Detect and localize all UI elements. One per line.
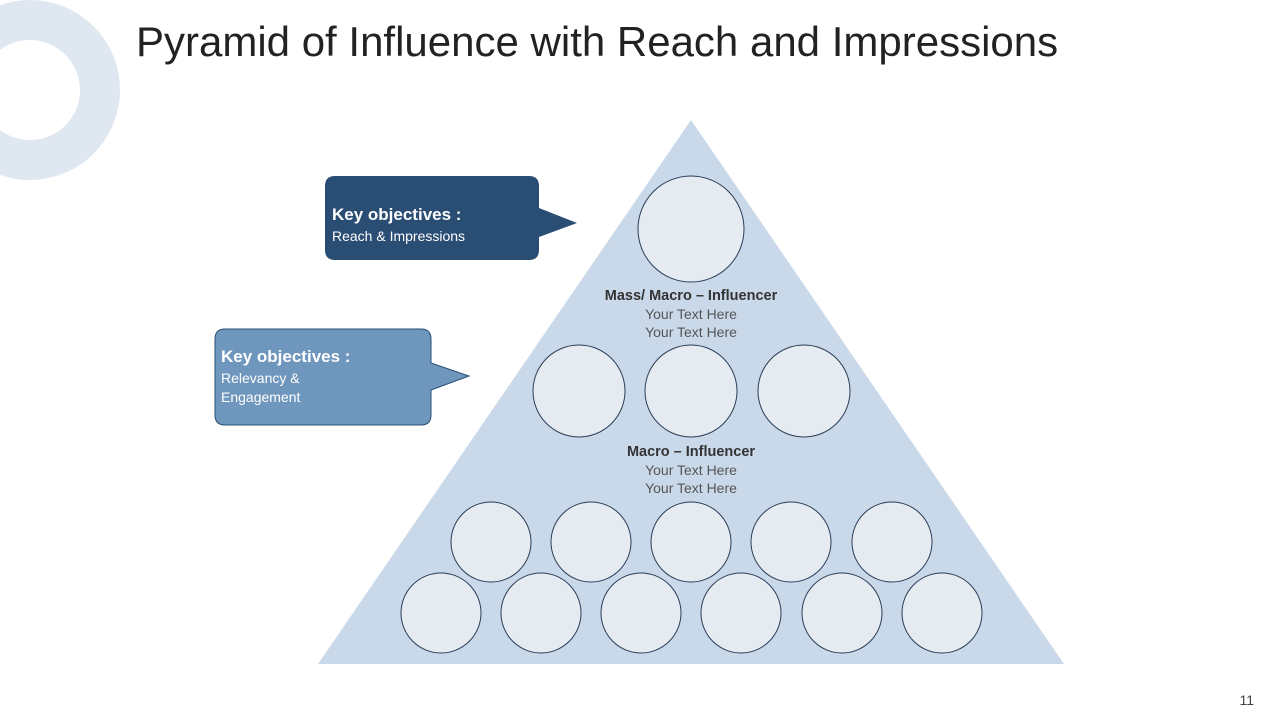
callout-text: Reach & Impressions [332,228,466,244]
avatar-circle [901,572,983,654]
influencer-avatar [901,572,983,654]
callout-bubble-bottom [214,328,471,426]
avatar-circle [851,501,933,583]
avatar-circle [650,501,732,583]
avatar-circle [757,344,851,438]
callout-bubble-top [325,176,577,260]
avatar-circle [550,501,632,583]
avatar-circle [500,572,582,654]
influencer-avatar [400,572,482,654]
influencer-avatar [637,175,745,283]
influencer-avatar [500,572,582,654]
influencer-avatar [757,344,851,438]
tier-heading: Mass/ Macro – Influencer [604,288,778,304]
callout-heading: Key objectives : [221,347,351,366]
callout-text-line1: Relevancy & [221,370,300,386]
influencer-avatar [750,501,832,583]
page-title: Pyramid of Influence with Reach and Impr… [136,18,1059,65]
avatar-circle [750,501,832,583]
influencer-avatar [851,501,933,583]
influencer-avatar [450,501,532,583]
avatar-circle [532,344,626,438]
callout-text-line2: Engagement [221,389,301,405]
avatar-circle [400,572,482,654]
influencer-avatar [532,344,626,438]
tier-heading: Macro – Influencer [626,444,756,460]
influencer-avatar [700,572,782,654]
influencer-avatar [550,501,632,583]
avatar-circle [450,501,532,583]
callout-relevancy: Key objectives : Relevancy & Engagement [221,347,350,407]
tier-text: Your Text Here [645,306,737,322]
avatar-circle [700,572,782,654]
avatar-circle [644,344,738,438]
tier-label-macro: Macro – Influencer Your Text Here Your T… [571,443,811,497]
page-number: 11 [1239,692,1254,708]
tier-label-mass-macro: Mass/ Macro – Influencer Your Text Here … [571,287,811,341]
tier-text: Your Text Here [645,324,737,340]
influencer-avatar [600,572,682,654]
influencer-avatar [650,501,732,583]
callout-heading: Key objectives : [332,205,462,224]
avatar-circle [600,572,682,654]
callout-reach: Key objectives : Reach & Impressions [332,205,465,246]
avatar-circle [801,572,883,654]
tier-text: Your Text Here [645,462,737,478]
avatar-circle [637,175,745,283]
tier-text: Your Text Here [645,480,737,496]
influencer-avatar [644,344,738,438]
influencer-avatar [801,572,883,654]
